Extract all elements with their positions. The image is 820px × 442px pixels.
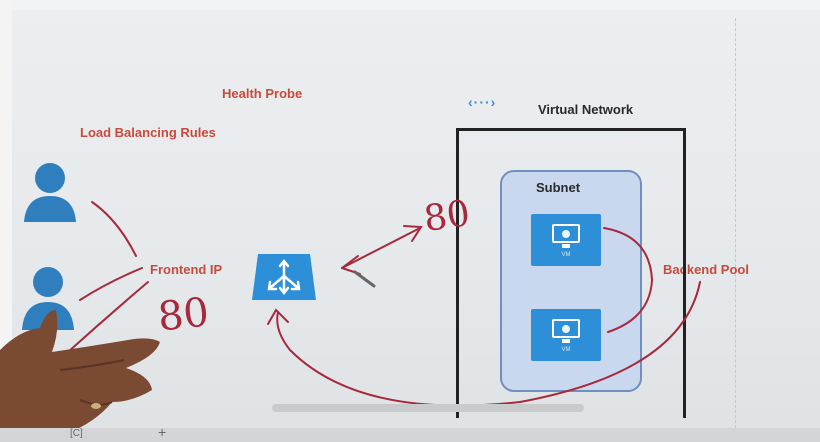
bottom-tab-bar (0, 428, 820, 442)
top-frame (0, 0, 820, 10)
horizontal-scrollbar[interactable] (272, 404, 584, 412)
port-80-annotation: 80 (421, 193, 473, 240)
presenter-hand (0, 310, 160, 441)
subnet-label: Subnet (536, 180, 581, 195)
subnet-box: Subnet VM VM (500, 170, 642, 392)
slide-guide-line (735, 18, 736, 428)
load-balancing-rules-label: Load Balancing Rules (80, 125, 216, 140)
add-tab-button[interactable]: + (158, 424, 167, 440)
monitor-stand (562, 244, 570, 248)
monitor-stand (562, 339, 570, 343)
health-probe-label: Health Probe (222, 86, 303, 101)
vm-2: VM (531, 309, 601, 361)
vm-label: VM (561, 347, 571, 353)
virtual-network-box (456, 128, 686, 418)
virtual-network-label: Virtual Network (538, 102, 634, 117)
virtual-network-icon: ‹···› (468, 94, 497, 110)
user-icon (24, 163, 76, 222)
tab-item[interactable]: [C] (70, 428, 83, 439)
vm-label: VM (561, 252, 571, 258)
monitor-icon (552, 319, 580, 338)
frontend-ip-label: Frontend IP (150, 262, 223, 277)
load-balancer-icon (252, 254, 316, 300)
left-frame (0, 0, 12, 442)
monitor-icon (552, 224, 580, 243)
vm-1: VM (531, 214, 601, 266)
